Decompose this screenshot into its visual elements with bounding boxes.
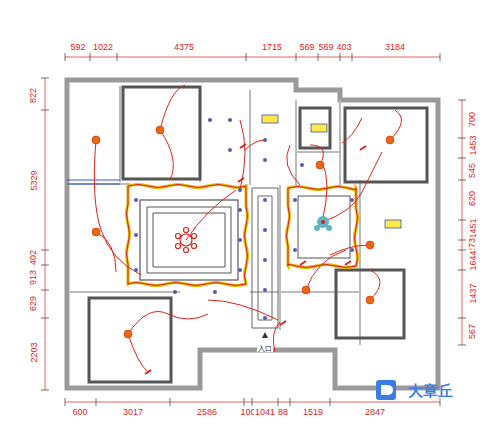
watermark: 大章丘: [407, 383, 454, 398]
dimension-text: 402: [30, 248, 39, 265]
dimension-text: 567: [469, 322, 478, 339]
dimension-text: 1022: [92, 43, 114, 52]
dimension-text: 2847: [364, 408, 386, 417]
dimension-text: 822: [30, 86, 39, 103]
dimension-text: 592: [69, 43, 86, 52]
dimension-text: 600: [71, 408, 88, 417]
dimension-text: 700: [469, 110, 478, 127]
dimension-text: 1519: [302, 408, 324, 417]
dimension-text: 5329: [30, 169, 39, 191]
dimension-text: 1451: [469, 217, 478, 239]
dimension-text: 545: [469, 161, 478, 178]
dimension-text: 4375: [173, 43, 195, 52]
dimension-text: 1644: [469, 249, 478, 271]
dimension-text: 629: [30, 294, 39, 311]
dimension-text: 2203: [30, 341, 39, 363]
dimension-text: 913: [30, 268, 39, 285]
entrance-label: 入口: [257, 345, 273, 352]
dimension-text: 1453: [469, 134, 478, 156]
dimension-text: 569: [317, 43, 334, 52]
dimension-text: 3017: [122, 408, 144, 417]
dimension-text: 2586: [196, 408, 218, 417]
dimension-text: 403: [335, 43, 352, 52]
dimension-text: 1715: [261, 43, 283, 52]
dimension-text: 88: [277, 408, 289, 417]
dimension-text: 1041: [254, 408, 276, 417]
dimension-text: 620: [469, 189, 478, 206]
dimension-text: 3184: [384, 43, 406, 52]
dimension-text: 569: [298, 43, 315, 52]
dimension-text: 1437: [469, 282, 478, 304]
